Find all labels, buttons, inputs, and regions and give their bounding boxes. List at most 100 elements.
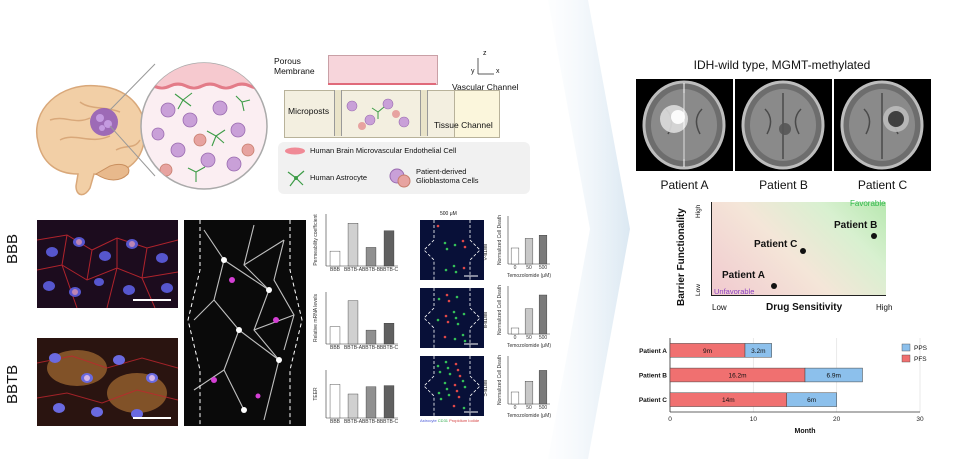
bar [524, 308, 534, 335]
lesion [779, 123, 791, 135]
bar-segment [744, 343, 772, 358]
bar [538, 294, 548, 335]
glioblastoma-icon [389, 168, 411, 188]
cell-marker [463, 245, 467, 249]
tick-label: 500 [539, 335, 548, 341]
cell-marker [462, 312, 466, 316]
bar-value-label: 16.2m [728, 373, 746, 380]
tick-label: 0 [514, 405, 517, 411]
stain-pi: Propidium Iodide [449, 418, 480, 423]
tick-label: BBTB-C [380, 267, 399, 273]
quadrant-xlabel: Drug Sensitivity [766, 302, 843, 313]
y-axis-label: Relative mRNA levels [313, 293, 319, 342]
lesion [671, 110, 685, 124]
cell-marker [445, 293, 449, 297]
mri-patient-c [834, 79, 931, 171]
tick-label: BBTB-A [344, 267, 363, 273]
bbtb-micrograph [37, 338, 178, 426]
membrane-line [328, 83, 436, 85]
quadrant-patient-b: Patient B [834, 220, 878, 231]
cell-marker [454, 316, 458, 320]
flow-arrow [548, 0, 630, 459]
tick-label: 500 [539, 405, 548, 411]
y-axis-label: Normalized Cell Death [497, 215, 503, 265]
cell-marker [455, 295, 459, 299]
cell-marker [448, 372, 452, 376]
bbb-micrograph [37, 220, 178, 308]
x-tick-label: 10 [750, 416, 758, 423]
bar-value-label: 3.2m [751, 348, 765, 355]
astrocyte-network-micrograph [184, 220, 306, 426]
tick-label: BBTB-C [380, 345, 399, 351]
bar [365, 386, 377, 419]
chip-boundary [423, 356, 481, 416]
cell-marker [443, 241, 447, 245]
y-axis-label: Normalized Cell Death [497, 285, 503, 335]
legend-swatch [901, 343, 911, 352]
cell-marker [457, 395, 461, 399]
y-axis-label: Normalized Cell Death [497, 355, 503, 405]
tissue-channel-right-box [454, 90, 500, 138]
quadrant-x-high: High [876, 303, 893, 312]
cell-marker [456, 322, 460, 326]
category-label: Patient C [639, 397, 667, 404]
cell-marker [444, 268, 448, 272]
y-axis-label: Permeability coefficient [313, 214, 319, 266]
cell-marker [443, 381, 447, 385]
tick-label: BBB [330, 267, 341, 273]
mri-patient-b [735, 79, 832, 171]
cell-marker [461, 333, 465, 337]
cell-marker [447, 299, 451, 303]
x-axis-label: Month [795, 428, 816, 435]
axis-x-label: x [496, 68, 500, 75]
bar [329, 384, 341, 419]
bar [347, 223, 359, 267]
bbb-micrograph-cells [37, 220, 178, 308]
astrocyte-network [184, 220, 306, 426]
tick-label: BBTB-B [362, 419, 381, 425]
bar [347, 300, 359, 345]
tick-label: 50 [526, 265, 532, 271]
quadrant-x-axis [711, 295, 886, 296]
stain-cd31: CD31 [437, 418, 449, 423]
chips-overlay [423, 220, 481, 416]
cell-marker [458, 374, 462, 378]
x-tick-label: 0 [668, 416, 672, 423]
cell-marker [443, 335, 447, 339]
mri-scan [741, 80, 825, 170]
lesion [888, 111, 904, 127]
cell-marker [446, 366, 450, 370]
tick-label: BBB [330, 419, 341, 425]
quadrant-y-axis [711, 202, 712, 296]
mri-scan [840, 80, 924, 170]
bar [329, 326, 341, 345]
quadrant-patient-a: Patient A [722, 270, 765, 281]
cell-marker [461, 239, 465, 243]
tick-label: BBTB-A [344, 345, 363, 351]
legend-glioblastoma-label: Patient-derived Glioblastoma Cells [416, 167, 479, 185]
bar [510, 247, 520, 265]
patient-b-label: Patient B [759, 178, 808, 192]
axis-y-label: y [471, 68, 475, 75]
cell-marker [446, 320, 450, 324]
tissue-channel-label: Tissue Channel [434, 120, 493, 130]
chip-schematic: Porous Membrane Vascular Channel Micropo… [270, 50, 550, 150]
quadrant-gradient [712, 202, 886, 296]
tick-label: BBTB-B [362, 267, 381, 273]
cell-marker [444, 314, 448, 318]
legend-astrocyte-label: Human Astrocyte [310, 173, 368, 182]
tick-label: BBTB-B [362, 345, 381, 351]
porous-membrane-label: Porous Membrane [274, 56, 315, 76]
x-axis-label: Temozolomide (μM) [507, 273, 551, 278]
bar-segment [786, 392, 837, 407]
axis-indicator [477, 58, 494, 75]
patient-a-label: Patient A [660, 178, 709, 192]
